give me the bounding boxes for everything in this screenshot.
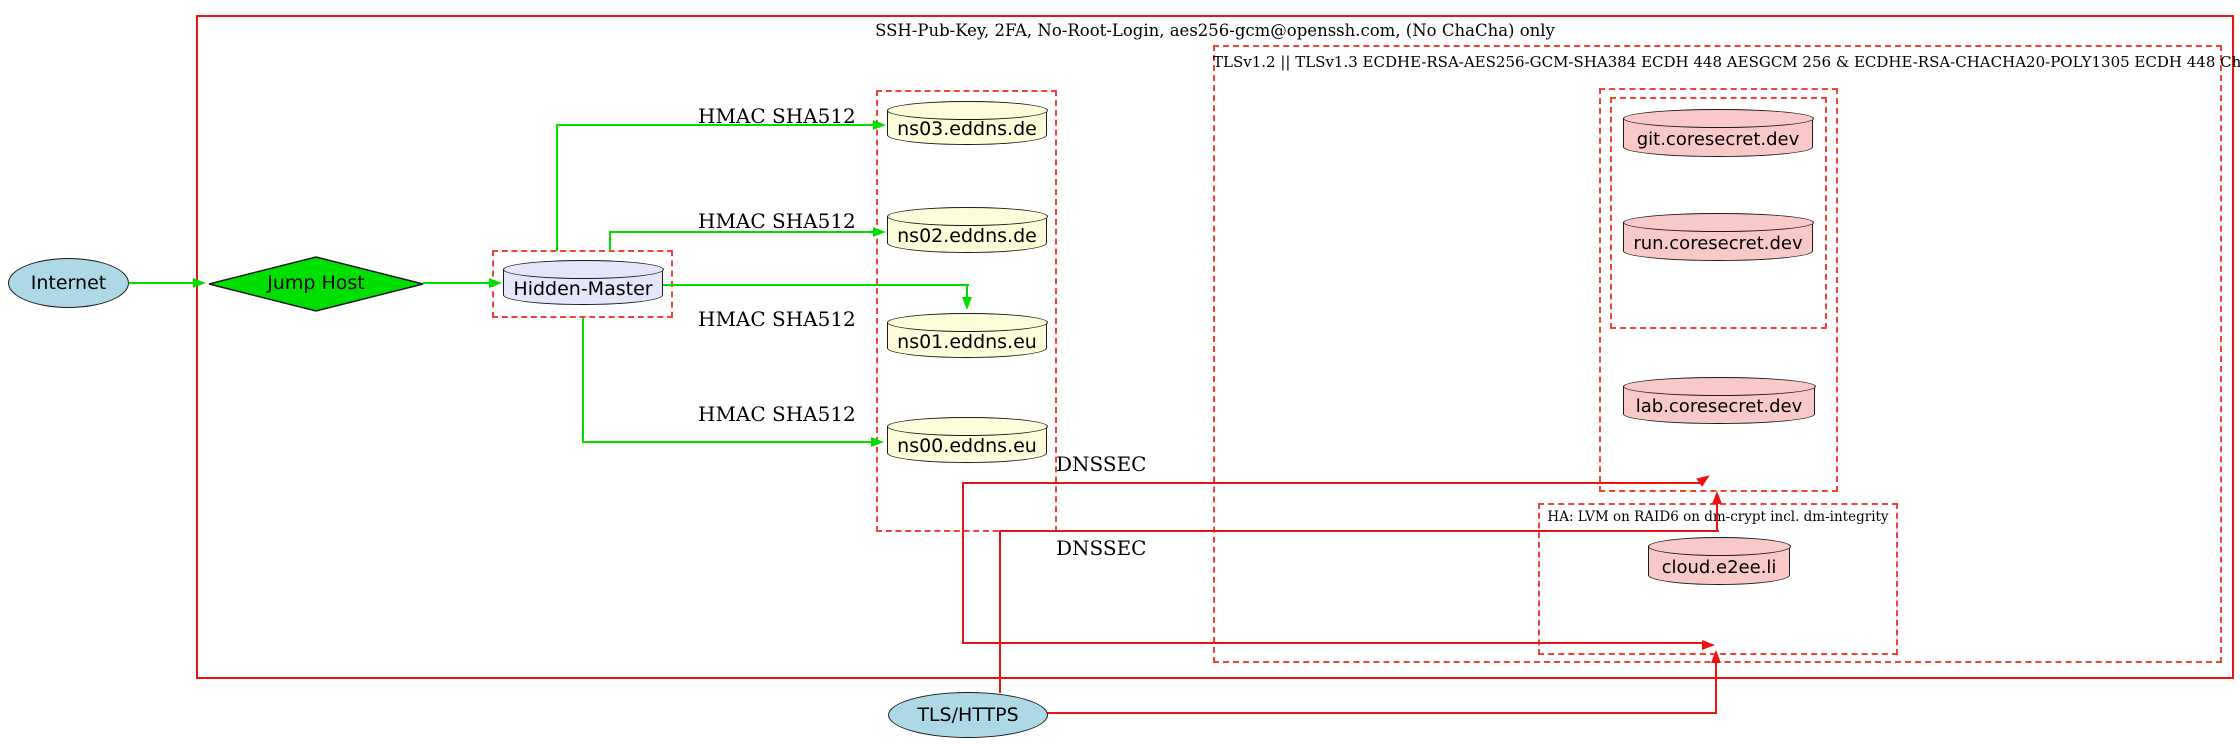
node-ns01: ns01.eddns.eu [886,313,1048,358]
coresecret-inner-cluster-box [1610,97,1827,329]
node-internet: Internet [8,258,129,308]
edge-hm-ns02-v [609,232,611,251]
edge-ha-h [962,642,1704,644]
arrowhead-ns03 [873,120,886,130]
node-cloud: cloud.e2ee.li [1647,537,1791,585]
edge-hm-ns02-h [609,231,874,233]
ssh-cluster-box [196,15,2234,679]
edge-dnssec1-v [962,483,964,644]
edge-internet-jumphost [128,282,194,284]
edge-label-hmac-ns02: HMAC SHA512 [698,209,856,233]
arrowhead-hiddenmaster [489,278,502,288]
node-run-label: run.coresecret.dev [1633,232,1803,254]
arrowhead-ha-2 [1711,650,1721,663]
nameserver-cluster-box [876,90,1057,532]
node-hidden-master: Hidden-Master [502,260,664,305]
edge-hm-ns03-h [556,124,874,126]
node-internet-label: Internet [30,272,107,294]
tls-cluster-label: TLSv1.2 || TLSv1.3 ECDHE-RSA-AES256-GCM-… [1213,53,2240,71]
edge-label-hmac-ns01: HMAC SHA512 [698,307,856,331]
node-run: run.coresecret.dev [1622,213,1814,261]
ha-cluster-label: HA: LVM on RAID6 on dm-crypt incl. dm-in… [1547,509,1889,525]
node-ns02-label: ns02.eddns.de [897,225,1037,247]
arrowhead-ns02 [873,227,886,237]
arrowhead-jumphost [193,278,206,288]
node-lab-label: lab.coresecret.dev [1635,396,1803,417]
node-ns02: ns02.eddns.de [886,207,1048,253]
edge-label-dnssec-lower: DNSSEC [1056,536,1147,560]
node-ns00: ns00.eddns.eu [886,417,1048,463]
node-tls-https-label: TLS/HTTPS [917,704,1019,726]
node-ns00-label: ns00.eddns.eu [897,435,1037,457]
arrowhead-ns00 [871,437,884,447]
edge-dnssec2-v-src [999,530,1001,693]
node-tls-https: TLS/HTTPS [888,692,1048,738]
edge-tlshttps-ha-v [1715,661,1717,713]
node-lab: lab.coresecret.dev [1622,377,1816,424]
edge-jumphost-hiddenmaster [423,282,490,284]
arrowhead-ha-1 [1702,640,1715,650]
arrowhead-ns01 [962,297,972,310]
edge-dnssec1-h [962,482,1702,484]
node-ns03-label: ns03.eddns.de [897,118,1037,140]
node-hidden-master-label: Hidden-Master [513,277,653,300]
node-jump-host-shape [208,256,424,312]
edge-label-dnssec-upper: DNSSEC [1056,452,1147,476]
edge-label-hmac-ns03: HMAC SHA512 [698,104,856,128]
edge-hm-ns01-v [966,284,968,299]
node-git-label: git.coresecret.dev [1636,128,1800,150]
edge-label-hmac-ns00: HMAC SHA512 [698,402,856,426]
node-ns01-label: ns01.eddns.eu [897,330,1037,353]
node-jump-host-label: Jump Host [267,272,365,294]
arrowhead-coresecret-2 [1712,491,1722,504]
edge-hm-ns00-h [582,441,872,443]
ssh-cluster-label: SSH-Pub-Key, 2FA, No-Root-Login, aes256-… [875,21,1555,40]
edge-hm-ns03-v [556,125,558,251]
edge-dnssec2-h [999,530,1719,532]
edge-dnssec2-v-dst [1716,502,1718,532]
node-cloud-label: cloud.e2ee.li [1661,556,1777,578]
node-ns03: ns03.eddns.de [886,101,1048,145]
edge-tlshttps-ha-h [1047,712,1717,714]
edge-hm-ns00-v [582,318,584,443]
node-git: git.coresecret.dev [1622,109,1814,157]
edge-hm-ns01-h [663,284,969,286]
